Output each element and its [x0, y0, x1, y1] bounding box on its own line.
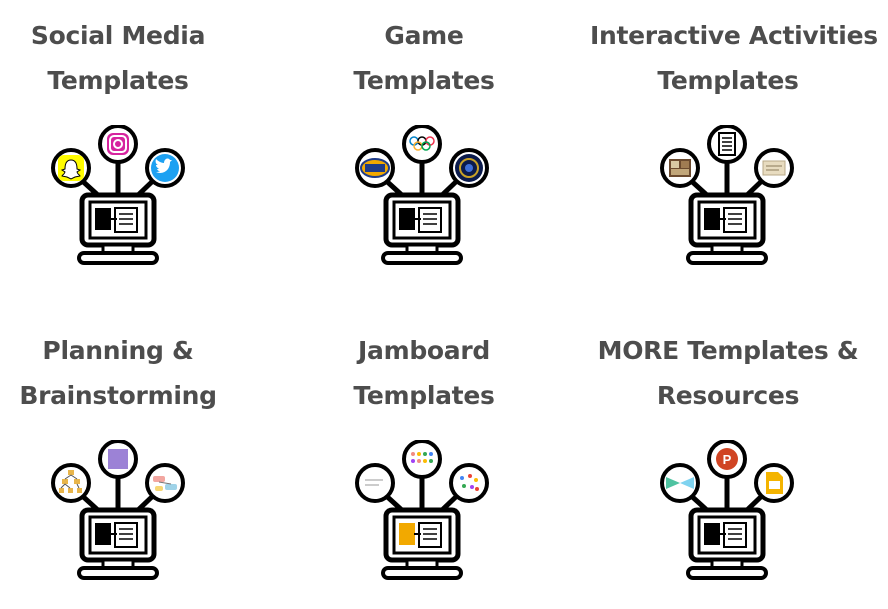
card-title: Planning & Brainstorming — [0, 328, 236, 418]
computer-graphic — [349, 440, 499, 590]
computer-graphic — [45, 440, 195, 590]
computer-graphic — [349, 125, 499, 275]
card-social-media-templates[interactable]: Social Media Templates — [0, 0, 236, 290]
google-slides-icon — [754, 463, 794, 503]
millionaire-icon — [449, 148, 489, 188]
card-title-line1: Social Media — [30, 21, 206, 50]
powerpoint-icon: P — [707, 440, 747, 479]
card-title-line1: MORE Templates & — [597, 336, 859, 365]
mindmap-icon — [145, 463, 185, 503]
snapchat-icon — [51, 148, 91, 188]
computer-graphic — [654, 125, 804, 275]
card-game-templates[interactable]: Game Templates — [306, 0, 542, 290]
card-title: Jamboard Templates — [306, 328, 542, 418]
card-jamboard-templates[interactable]: Jamboard Templates — [306, 315, 542, 605]
card-title-line2: Brainstorming — [19, 381, 217, 410]
hierarchy-icon — [51, 463, 91, 503]
computer-graphic — [45, 125, 195, 275]
card-title-line2: Resources — [656, 381, 800, 410]
card-title: Interactive Activities Templates — [590, 13, 878, 103]
paper-icon — [754, 148, 794, 188]
photo-icon — [660, 148, 700, 188]
scatter-dots-icon — [449, 463, 489, 503]
card-title-line2: Templates — [353, 66, 495, 95]
purple-square-icon — [98, 440, 138, 479]
card-planning-brainstorming[interactable]: Planning & Brainstorming — [0, 315, 236, 605]
document-icon — [355, 463, 395, 503]
family-feud-icon — [355, 148, 395, 188]
card-title: MORE Templates & Resources — [590, 328, 866, 418]
card-title-line1: Planning & — [42, 336, 194, 365]
card-title: Social Media Templates — [0, 13, 236, 103]
card-title: Game Templates — [306, 13, 542, 103]
card-title-line2: Templates — [47, 66, 189, 95]
instagram-icon — [98, 125, 138, 164]
computer-graphic: P — [654, 440, 804, 590]
card-title-line2: Templates — [353, 381, 495, 410]
olympic-rings-icon — [402, 125, 442, 164]
card-more-templates-resources[interactable]: MORE Templates & Resources — [590, 315, 866, 605]
card-title-line1: Game — [384, 21, 464, 50]
card-interactive-activities-templates[interactable]: Interactive Activities Templates — [590, 0, 878, 290]
card-title-line1: Jamboard — [358, 336, 490, 365]
card-title-line2: Templates — [657, 66, 799, 95]
svg-text:P: P — [723, 452, 732, 467]
dots-grid-icon — [402, 440, 442, 479]
notebook-icon — [707, 125, 747, 164]
twitter-icon — [145, 148, 185, 188]
card-title-line1: Interactive Activities — [590, 21, 878, 50]
bowtie-icon — [660, 463, 700, 503]
